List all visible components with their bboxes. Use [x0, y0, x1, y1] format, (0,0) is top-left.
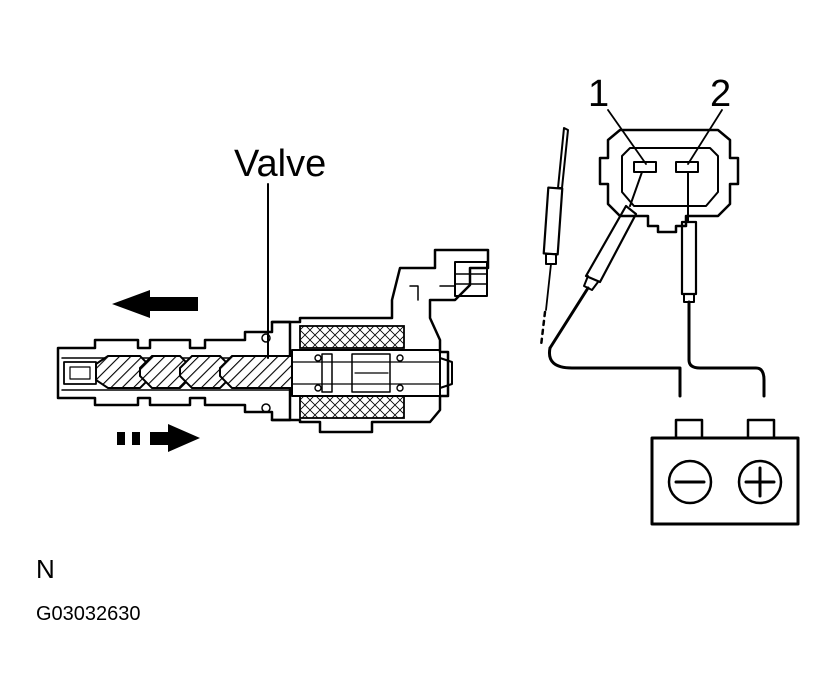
- pin-2-leader-line: [687, 109, 723, 165]
- solenoid-body: [270, 248, 490, 434]
- pin-1-label: 1: [588, 73, 609, 115]
- positive-lead-wire: [687, 300, 766, 398]
- dashed-arrow-right-icon: [117, 424, 200, 452]
- pin-1-leader-line: [607, 109, 647, 165]
- negative-lead-wire: [547, 346, 682, 398]
- minus-icon: [667, 459, 713, 505]
- figure-code: G03032630: [36, 603, 141, 625]
- solenoid-valve: [56, 183, 490, 434]
- pin-2-label: 2: [710, 73, 731, 115]
- state-label: N: [36, 554, 55, 584]
- test-probe-1: [548, 171, 643, 350]
- test-probe-2: [680, 171, 698, 303]
- solid-arrow-left-icon: [112, 290, 198, 318]
- valve-label: Valve: [234, 143, 326, 185]
- plus-icon: [737, 459, 783, 505]
- battery: [650, 418, 800, 526]
- test-probe-spare: [539, 127, 569, 348]
- valve-spool: [95, 355, 293, 389]
